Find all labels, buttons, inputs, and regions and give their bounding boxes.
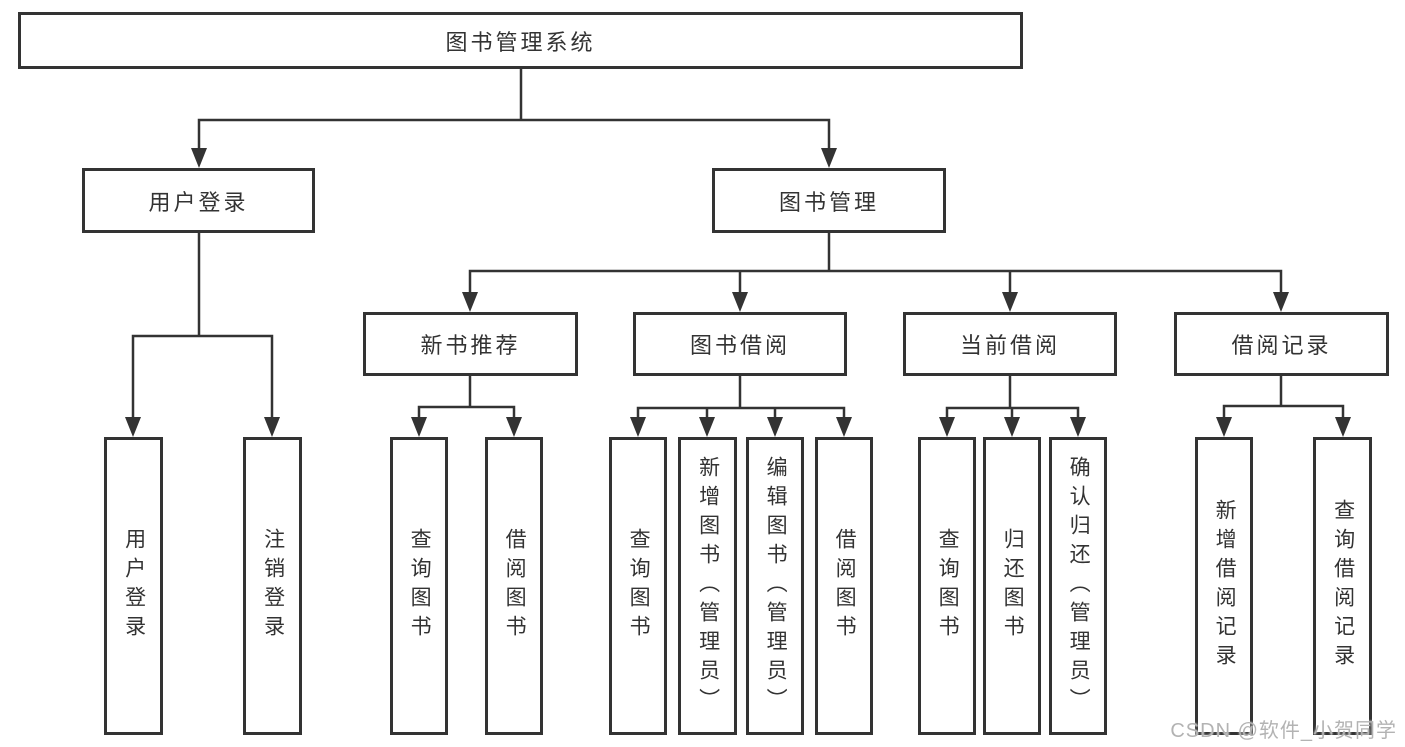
- leaf-user-login: 用户登录: [104, 437, 163, 735]
- arrowheads: [125, 148, 1351, 437]
- connector-book-borrow-split: [636, 375, 846, 421]
- node-book-management-label: 图书管理: [778, 189, 879, 215]
- node-new-book-recommend-label: 新书推荐: [420, 333, 521, 358]
- connector-book-management-split: [468, 233, 1283, 296]
- connector-current-borrow-split: [945, 375, 1080, 421]
- leaf-add-borrow-record-label: 新增借阅记录: [1213, 499, 1237, 673]
- connector-root-split: [197, 68, 831, 152]
- leaf-return-book: 归还图书: [983, 437, 1041, 735]
- arrowhead-icon: [264, 417, 280, 437]
- node-book-borrow: 图书借阅: [633, 312, 847, 376]
- arrowhead-icon: [732, 292, 748, 312]
- leaf-query-book-2-label: 查询图书: [627, 528, 651, 644]
- leaf-add-borrow-record: 新增借阅记录: [1195, 437, 1253, 735]
- arrowhead-icon: [191, 148, 207, 168]
- arrowhead-icon: [1216, 417, 1232, 437]
- node-borrow-record: 借阅记录: [1174, 312, 1389, 376]
- leaf-query-book-2: 查询图书: [609, 437, 667, 735]
- arrowhead-icon: [836, 417, 852, 437]
- leaf-query-book-1-label: 查询图书: [408, 528, 432, 644]
- node-new-book-recommend: 新书推荐: [363, 312, 578, 376]
- arrowhead-icon: [1002, 292, 1018, 312]
- arrowhead-icon: [506, 417, 522, 437]
- leaf-logout: 注销登录: [243, 437, 302, 735]
- connector-new-book-split: [417, 375, 516, 421]
- arrowhead-icon: [125, 417, 141, 437]
- leaf-add-book-admin-label: 新增图书（管理员）: [696, 455, 720, 717]
- arrowhead-icon: [1004, 417, 1020, 437]
- arrowhead-icon: [699, 417, 715, 437]
- node-library-system-label: 图书管理系统: [445, 29, 596, 55]
- arrowhead-icon: [1335, 417, 1351, 437]
- arrowhead-icon: [1273, 292, 1289, 312]
- leaf-query-book-1: 查询图书: [390, 437, 448, 735]
- connector-borrow-record-split: [1222, 375, 1345, 421]
- leaf-borrow-book-2: 借阅图书: [815, 437, 873, 735]
- leaf-confirm-return-admin: 确认归还（管理员）: [1049, 437, 1107, 735]
- node-user-login: 用户登录: [82, 168, 315, 233]
- node-book-management: 图书管理: [712, 168, 946, 233]
- arrowhead-icon: [1070, 417, 1086, 437]
- node-borrow-record-label: 借阅记录: [1231, 333, 1332, 358]
- leaf-query-borrow-record-label: 查询借阅记录: [1331, 499, 1355, 673]
- leaf-query-book-3: 查询图书: [918, 437, 976, 735]
- arrowhead-icon: [939, 417, 955, 437]
- leaf-query-borrow-record: 查询借阅记录: [1313, 437, 1372, 735]
- leaf-logout-label: 注销登录: [261, 528, 285, 644]
- arrowhead-icon: [630, 417, 646, 437]
- leaf-borrow-book-1: 借阅图书: [485, 437, 543, 735]
- leaf-query-book-3-label: 查询图书: [936, 528, 960, 644]
- node-user-login-label: 用户登录: [148, 189, 249, 215]
- leaf-borrow-book-2-label: 借阅图书: [833, 528, 857, 644]
- node-current-borrow-label: 当前借阅: [959, 333, 1060, 358]
- leaf-user-login-label: 用户登录: [122, 528, 146, 644]
- arrowhead-icon: [462, 292, 478, 312]
- node-book-borrow-label: 图书借阅: [689, 333, 790, 358]
- node-library-system: 图书管理系统: [18, 12, 1023, 69]
- csdn-watermark: CSDN @软件_小贺同学: [1170, 720, 1397, 742]
- node-current-borrow: 当前借阅: [903, 312, 1117, 376]
- arrowhead-icon: [821, 148, 837, 168]
- connector-user-login-split: [131, 232, 274, 421]
- leaf-add-book-admin: 新增图书（管理员）: [678, 437, 737, 735]
- leaf-return-book-label: 归还图书: [1001, 528, 1025, 644]
- arrowhead-icon: [767, 417, 783, 437]
- arrowhead-icon: [411, 417, 427, 437]
- leaf-edit-book-admin-label: 编辑图书（管理员）: [764, 455, 788, 717]
- leaf-confirm-return-admin-label: 确认归还（管理员）: [1067, 455, 1091, 717]
- leaf-edit-book-admin: 编辑图书（管理员）: [746, 437, 804, 735]
- leaf-borrow-book-1-label: 借阅图书: [503, 528, 527, 644]
